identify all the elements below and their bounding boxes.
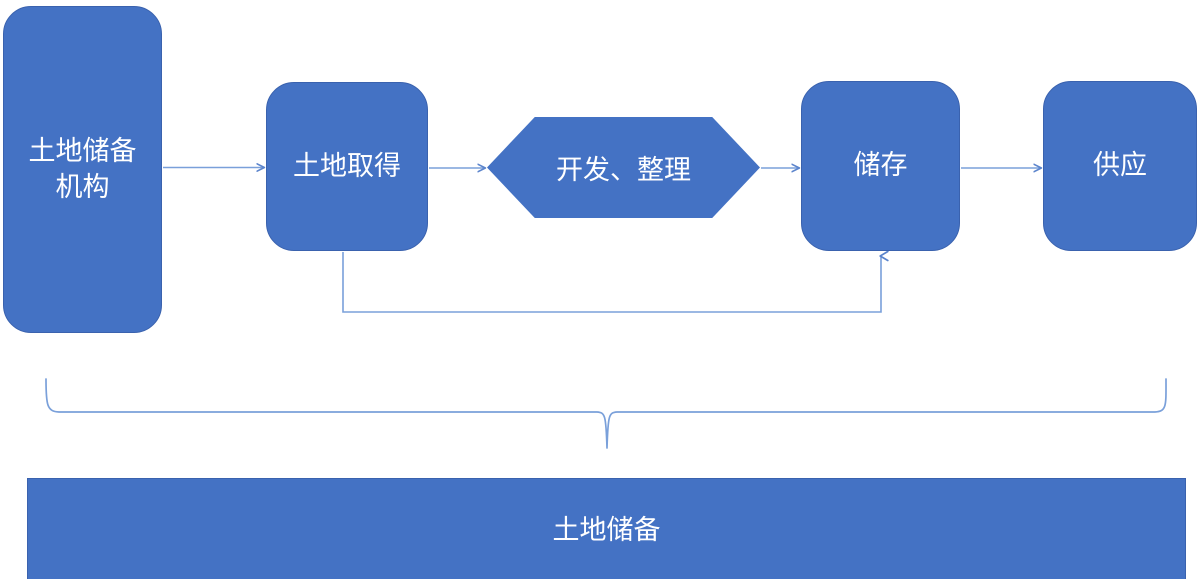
edge-acquire-to-store-bypass xyxy=(342,250,889,313)
node-land-reserve-summary[interactable]: 土地储备 xyxy=(27,478,1186,579)
node-land-acquisition[interactable]: 土地取得 xyxy=(266,82,428,251)
node-label: 土地储备 xyxy=(552,514,661,545)
node-label: 土地储备 机构 xyxy=(28,135,137,202)
node-label: 土地取得 xyxy=(293,150,401,181)
node-storage[interactable]: 储存 xyxy=(801,81,960,251)
node-land-reserve-agency[interactable]: 土地储备 机构 xyxy=(3,6,162,333)
node-development-consolidation[interactable]: 开发、整理 xyxy=(487,117,760,218)
node-label: 开发、整理 xyxy=(556,155,691,185)
node-label: 供应 xyxy=(1093,150,1147,181)
scope-brace xyxy=(45,378,1167,449)
hexagon-shape xyxy=(487,117,760,218)
node-supply[interactable]: 供应 xyxy=(1043,81,1197,251)
node-label: 储存 xyxy=(853,150,908,181)
